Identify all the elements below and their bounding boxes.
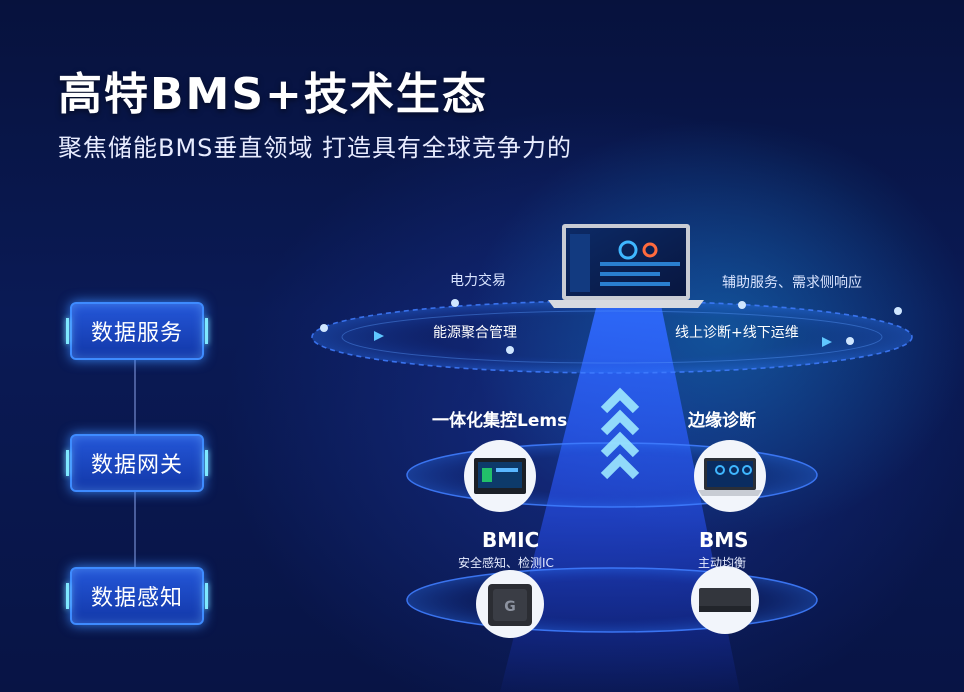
label-diagnosis-maintenance: 线上诊断+线下运维 (675, 325, 799, 341)
edge-diagnosis-image (694, 440, 766, 512)
ring-dot (846, 337, 854, 345)
label-lems: 一体化集控Lems (432, 411, 568, 431)
label-bmic-desc: 安全感知、检测IC (458, 556, 554, 570)
laptop-dashboard-image (548, 224, 704, 308)
lems-device-image (464, 440, 536, 512)
label-bmic-title: BMIC (482, 528, 540, 552)
ring-dot (451, 299, 459, 307)
label-bms-desc: 主动均衡 (698, 556, 747, 570)
ring-dot (738, 301, 746, 309)
layer-data-sensing: 数据感知 (66, 567, 208, 625)
label-auxiliary-demand: 辅助服务、需求侧响应 (722, 275, 862, 291)
ring-dot (506, 346, 514, 354)
service-ring-fill (312, 301, 912, 373)
page-title: 高特BMS+技术生态 (58, 69, 488, 120)
label-edge-diagnosis: 边缘诊断 (688, 411, 756, 431)
bmic-chip-image: G (476, 570, 544, 638)
layer-data-service: 数据服务 (66, 302, 208, 360)
label-power-trading: 电力交易 (450, 273, 506, 289)
page-subtitle: 聚焦储能BMS垂直领域 打造具有全球竞争力的 (58, 134, 573, 162)
upward-chevrons (600, 387, 640, 480)
ring-arrow-left (374, 331, 384, 341)
ring-dot (894, 307, 902, 315)
label-bms-title: BMS (699, 528, 749, 552)
label-energy-aggregation: 能源聚合管理 (433, 325, 517, 341)
ring-arrow-right (822, 337, 832, 347)
bms-box-image (691, 566, 759, 634)
ring-dot (320, 324, 328, 332)
layer-data-gateway: 数据网关 (66, 434, 208, 492)
service-ring-inner (341, 310, 883, 364)
svg-text:G: G (504, 599, 516, 615)
